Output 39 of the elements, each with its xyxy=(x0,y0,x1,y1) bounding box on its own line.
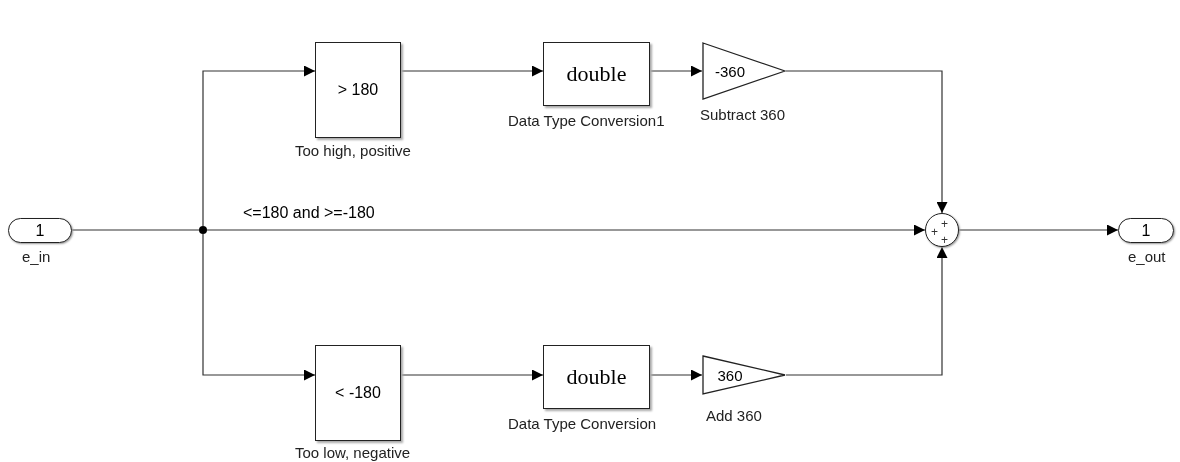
signal-arrow xyxy=(649,369,703,381)
compare-block xyxy=(315,42,401,138)
signal-arrow xyxy=(785,246,948,376)
signal-arrow xyxy=(206,224,926,236)
conversion-block xyxy=(543,42,650,106)
block-caption: Add 360 xyxy=(706,407,762,424)
signal-arrow xyxy=(785,70,948,214)
signal-arrow xyxy=(649,65,703,77)
block-caption: Too low, negative xyxy=(295,444,411,461)
port-block xyxy=(8,218,72,243)
block-text: -360 xyxy=(715,62,745,80)
port-block xyxy=(1118,218,1174,243)
plus-sign: + xyxy=(941,234,948,246)
block-caption: Too high, positive xyxy=(295,142,411,159)
block-caption: Data Type Conversion1 xyxy=(508,112,665,129)
block-caption: e_in xyxy=(22,248,51,265)
block-text: 1 xyxy=(35,221,45,240)
gain-block xyxy=(702,42,786,100)
block-text: 360 xyxy=(717,366,743,384)
block-text: double xyxy=(566,61,627,87)
signal-arrow xyxy=(400,65,544,77)
signal-arrow xyxy=(202,233,316,381)
conversion-block xyxy=(543,345,650,409)
signal-arrow xyxy=(400,369,544,381)
block-caption: Subtract 360 xyxy=(700,106,786,123)
signal-arrow xyxy=(958,224,1119,236)
signal-arrow xyxy=(202,65,316,227)
sum-block xyxy=(925,213,959,247)
block-text: double xyxy=(566,364,627,390)
plus-sign: + xyxy=(941,218,948,230)
block-caption: e_out xyxy=(1128,248,1166,265)
plus-sign: + xyxy=(931,226,938,238)
block-caption: Data Type Conversion xyxy=(508,415,657,432)
junction-dot xyxy=(199,226,207,234)
compare-block xyxy=(315,345,401,441)
block-text: 1 xyxy=(1141,221,1151,240)
block-text: > 180 xyxy=(337,81,379,99)
block-text: < -180 xyxy=(335,384,381,402)
gain-block xyxy=(702,355,786,395)
